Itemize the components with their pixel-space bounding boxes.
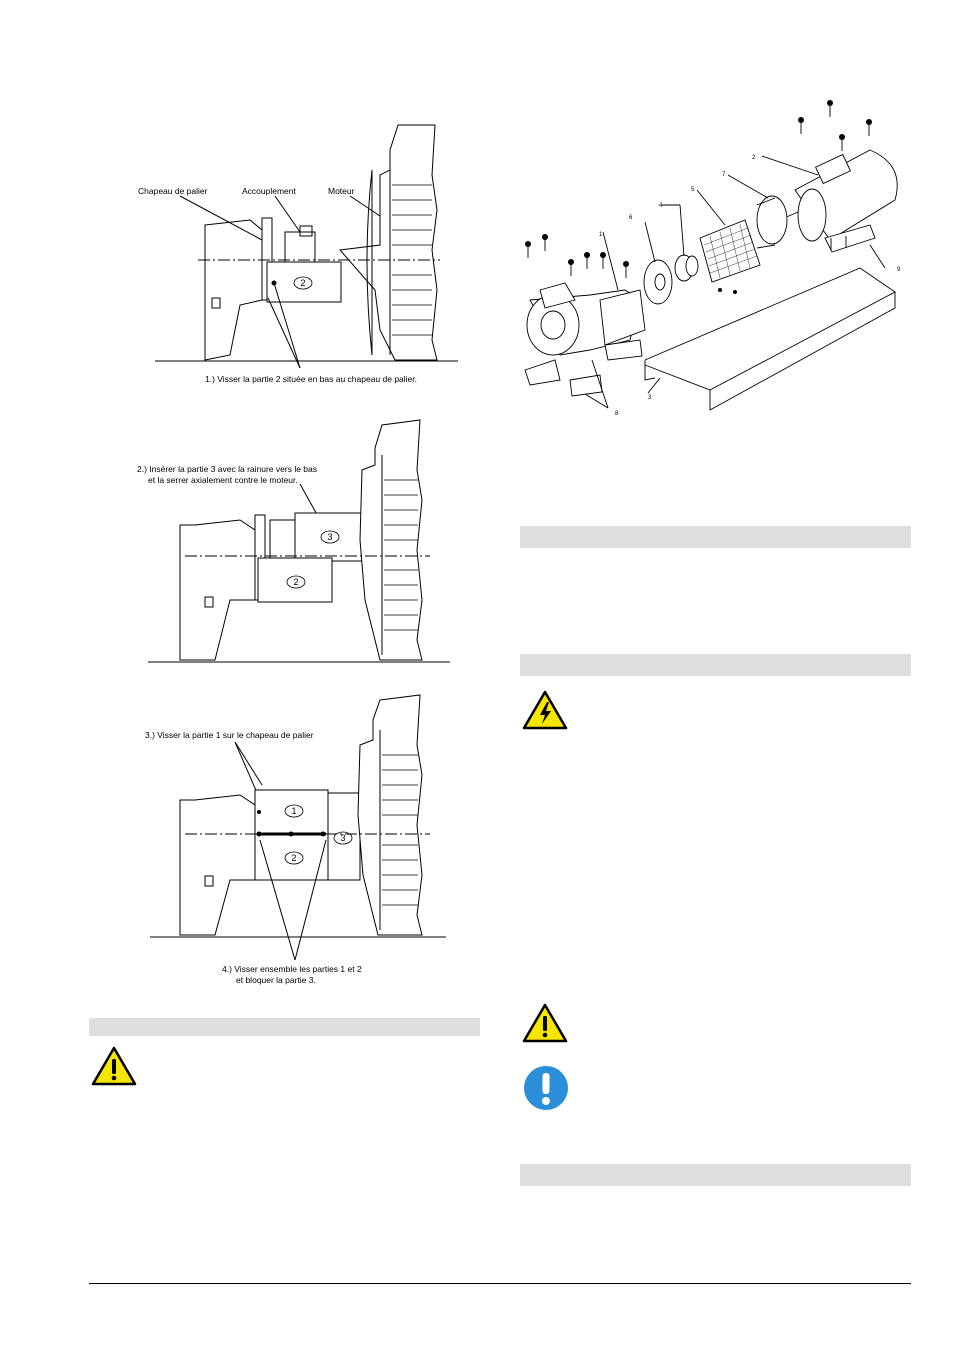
figure-3-caption-top: 3.) Visser la partie 1 sur le chapeau de…: [145, 730, 314, 740]
label-coupling: Accouplement: [242, 186, 296, 196]
section-header-bar-3: [520, 1164, 911, 1186]
warning-triangle-icon: [91, 1046, 137, 1086]
footer-rule: [89, 1283, 911, 1284]
svg-text:3: 3: [648, 395, 652, 401]
svg-text:2: 2: [291, 853, 296, 863]
svg-text:1: 1: [291, 806, 296, 816]
figure-2-caption-line2: et la serrer axialement contre le moteur…: [148, 475, 298, 485]
section-header-bar-2: [520, 654, 911, 676]
part-2-number: 2: [300, 278, 305, 288]
label-motor: Moteur: [328, 186, 355, 196]
svg-text:9: 9: [897, 267, 901, 273]
section-header-bar-1: [520, 526, 911, 548]
section-header-bar-left: [89, 1018, 480, 1036]
figure-2-caption-line1: 2.) Insérer la partie 3 avec la rainure …: [137, 464, 318, 474]
exclamation-circle-icon: [524, 1066, 568, 1110]
svg-text:7: 7: [722, 172, 726, 178]
svg-text:6: 6: [629, 215, 633, 221]
figure-1-caption: 1.) Visser la partie 2 située en bas au …: [205, 374, 418, 384]
figure-3-caption-bottom-line1: 4.) Visser ensemble les parties 1 et 2: [222, 964, 362, 974]
warning-triangle-icon: [522, 1003, 568, 1043]
svg-text:2: 2: [752, 155, 756, 161]
svg-text:1: 1: [599, 232, 603, 238]
label-bearing-cap: Chapeau de palier: [138, 186, 208, 196]
svg-text:3: 3: [340, 833, 345, 843]
svg-text:2: 2: [293, 577, 298, 587]
svg-text:8: 8: [615, 411, 619, 417]
svg-text:3: 3: [327, 532, 332, 542]
svg-text:5: 5: [691, 187, 695, 193]
figure-3-caption-bottom-line2: et bloquer la partie 3.: [236, 975, 316, 985]
electrical-hazard-icon: [522, 690, 568, 730]
svg-text:4: 4: [659, 203, 663, 209]
